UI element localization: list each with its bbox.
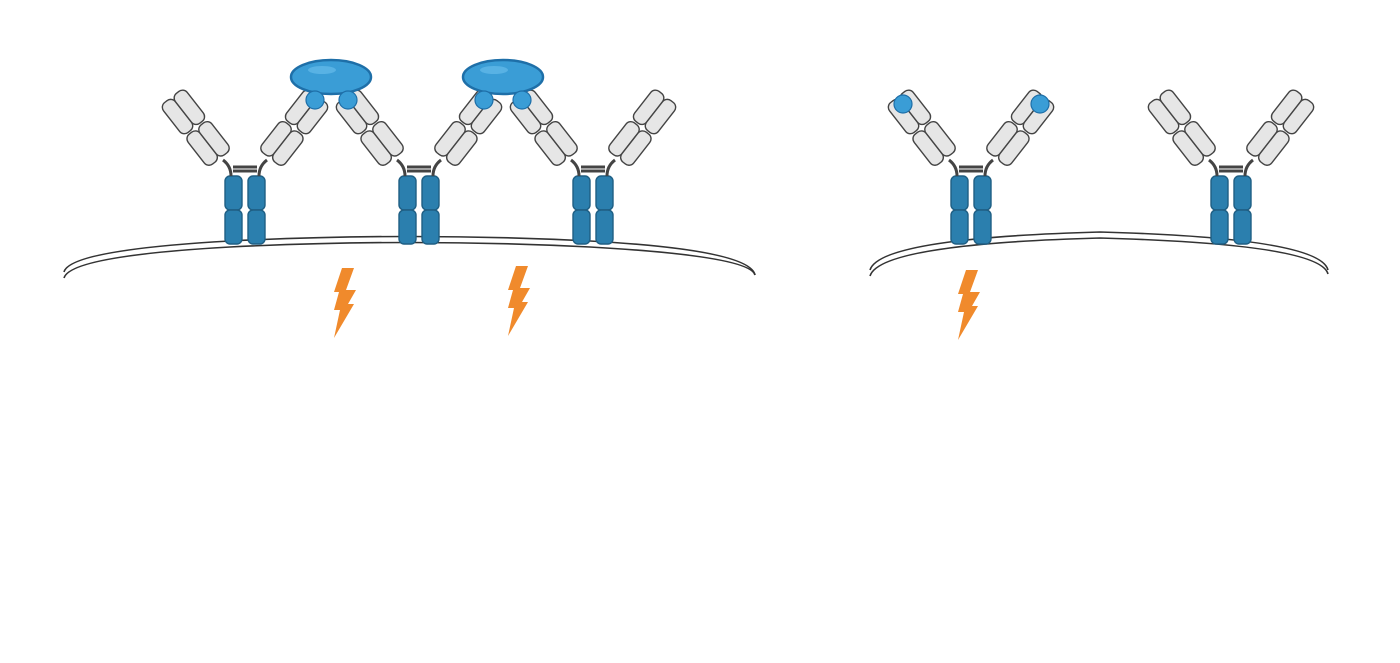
multivalent-antigen-icon <box>461 58 545 110</box>
multivalent-antigen-icon <box>289 58 373 110</box>
antibody-receptor-icon <box>160 88 330 244</box>
cell-membrane-icon <box>869 231 1329 277</box>
lightning-bolt-icon <box>958 270 980 340</box>
crosslinked-panel <box>63 58 756 338</box>
lightning-bolt-icon <box>508 266 530 336</box>
antibody-receptor-icon <box>886 88 1056 244</box>
monovalent-antigen-icon <box>1030 94 1050 114</box>
lightning-bolt-icon <box>334 268 356 338</box>
antibody-receptor-icon <box>334 88 504 244</box>
unbound-monovalent-panel <box>869 88 1329 340</box>
monovalent-antigen-icon <box>893 94 913 114</box>
antibody-receptor-icon <box>1146 88 1316 244</box>
antibody-receptor-icon <box>508 88 678 244</box>
